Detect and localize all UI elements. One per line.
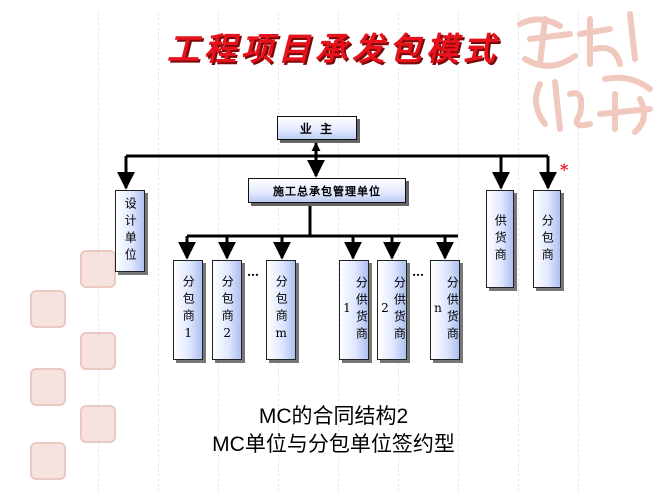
guide-line	[338, 12, 339, 492]
seal-stamp-decoration	[30, 442, 66, 480]
node-supplier: 供货商	[486, 190, 514, 288]
node-supplier-1: 分供货商1	[339, 260, 369, 360]
guide-line	[458, 12, 459, 492]
node-sub-1: 分包商1	[173, 260, 203, 360]
node-owner: 业 主	[277, 116, 357, 140]
node-general-contractor: 施工总承包管理单位	[248, 178, 406, 203]
caption-line-1: MC的合同结构2	[258, 405, 409, 428]
caption-line-2: MC单位与分包单位签约型	[212, 433, 455, 456]
seal-stamp-decoration	[30, 290, 66, 328]
seal-stamp-decoration	[80, 332, 116, 370]
asterisk-marker: *	[560, 160, 569, 179]
calligraphy-decoration	[517, 11, 653, 135]
node-designer: 设计单位	[115, 190, 145, 272]
seal-stamp-decoration	[80, 405, 116, 443]
seal-stamp-decoration	[30, 368, 66, 406]
node-subcontractor: 分包商	[533, 190, 561, 288]
ellipsis-sub: …	[247, 265, 259, 279]
node-sub-m: 分包商m	[266, 260, 296, 360]
node-sub-2: 分包商2	[212, 260, 242, 360]
node-supplier-n: 分供货商n	[430, 260, 460, 360]
node-supplier-2: 分供货商2	[377, 260, 407, 360]
guide-line	[158, 12, 159, 492]
guide-line	[518, 12, 519, 492]
guide-line	[578, 12, 579, 492]
slide-title: 工程项目承发包模式	[166, 30, 500, 68]
ellipsis-sup: …	[412, 265, 424, 279]
